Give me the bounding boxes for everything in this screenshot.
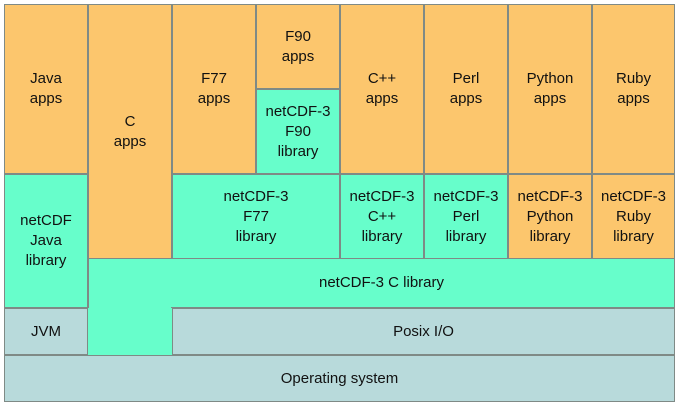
f77-library-block: netCDF-3 F77 library — [172, 174, 340, 259]
python-library-label: netCDF-3 Python library — [517, 187, 583, 245]
python-apps-label: Python apps — [526, 70, 574, 107]
ruby-library-block: netCDF-3 Ruby library — [592, 174, 675, 259]
cpp-library-label: netCDF-3 C++ library — [349, 187, 415, 245]
java-apps-label: Java apps — [29, 70, 63, 107]
posix-io-block: Posix I/O — [172, 308, 675, 355]
f90-apps-block: F90 apps — [256, 4, 340, 89]
jvm-label: JVM — [31, 322, 61, 340]
perl-apps-block: Perl apps — [424, 4, 508, 174]
cpp-library-block: netCDF-3 C++ library — [340, 174, 424, 259]
java-apps-block: Java apps — [4, 4, 88, 174]
c-library-block: netCDF-3 C library — [88, 258, 675, 308]
cpp-apps-block: C++ apps — [340, 4, 424, 174]
ruby-apps-block: Ruby apps — [592, 4, 675, 174]
perl-apps-label: Perl apps — [449, 70, 483, 107]
posix-io-label: Posix I/O — [393, 322, 454, 340]
python-apps-block: Python apps — [508, 4, 592, 174]
f77-apps-label: F77 apps — [197, 70, 231, 107]
java-library-label: netCDF Java library — [20, 212, 72, 269]
ruby-library-label: netCDF-3 Ruby library — [600, 187, 667, 245]
f77-library-label: netCDF-3 F77 library — [223, 187, 289, 245]
perl-library-block: netCDF-3 Perl library — [424, 174, 508, 259]
c-apps-label: C apps — [113, 112, 147, 150]
c-library-join-fill — [89, 259, 171, 354]
f77-apps-block: F77 apps — [172, 4, 256, 174]
jvm-block: JVM — [4, 308, 88, 355]
operating-system-label: Operating system — [280, 369, 399, 387]
f90-library-block: netCDF-3 F90 library — [256, 89, 340, 174]
f90-apps-label: F90 apps — [281, 27, 315, 65]
c-library-label: netCDF-3 C library — [318, 274, 445, 291]
cpp-apps-label: C++ apps — [365, 70, 399, 107]
perl-library-label: netCDF-3 Perl library — [433, 187, 499, 245]
operating-system-block: Operating system — [4, 355, 675, 402]
c-apps-block: C apps — [88, 4, 172, 259]
java-library-block: netCDF Java library — [4, 174, 88, 308]
ruby-apps-label: Ruby apps — [615, 70, 652, 107]
f90-library-label: netCDF-3 F90 library — [265, 102, 331, 160]
python-library-block: netCDF-3 Python library — [508, 174, 592, 259]
